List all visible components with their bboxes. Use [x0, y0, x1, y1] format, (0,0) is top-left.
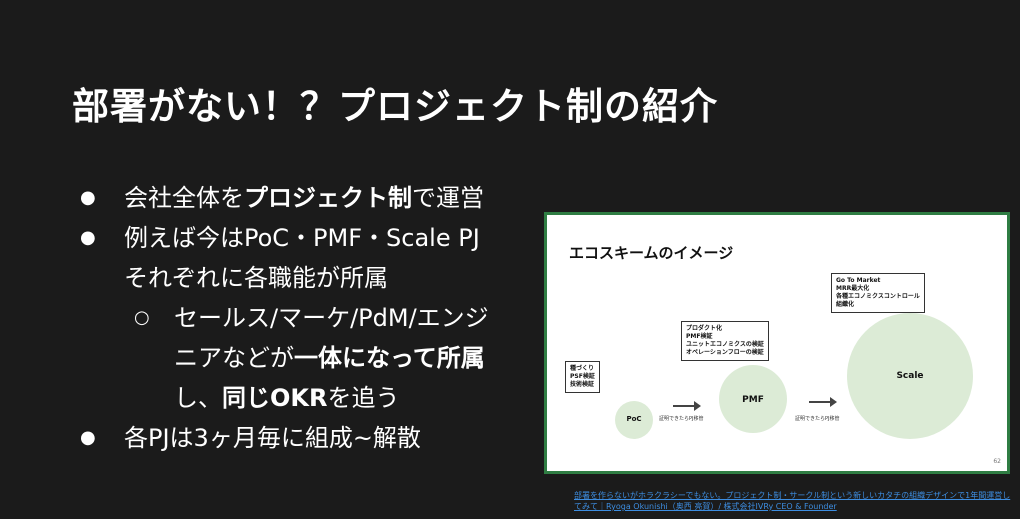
bullet-list: ● 会社全体をプロジェクト制で運営 ● 例えば今はPoC・PMF・Scale P… [78, 178, 548, 458]
sub-bullet-dot: ○ [134, 307, 150, 328]
page-number: 62 [993, 458, 1001, 465]
box-line: 組織化 [836, 301, 855, 308]
box-line: PMF検証 [686, 333, 713, 340]
bullet-item-1: ● 会社全体をプロジェクト制で運営 [78, 178, 548, 218]
embedded-slide: エコスキームのイメージ 種づくり PSF検証 技術検証 PoC 証明できたらPJ… [544, 212, 1010, 474]
box-line: 種づくり [570, 365, 595, 372]
bullet-text: 例えば今はPoC・PMF・Scale PJ [124, 224, 480, 252]
sub-bullet-continuation-1: ニアなどが一体になって所属 [78, 338, 548, 378]
bullet-text: ニアなどが [174, 344, 294, 372]
bullet-bold-text: 一体になって所属 [294, 344, 485, 372]
page-title: 部署がない！？プロジェクト制の紹介 [72, 85, 718, 128]
scale-description-box: Go To Market MRR最大化 各種エコノミクスコントロール 組織化 [831, 273, 925, 313]
bullet-dot: ● [80, 187, 96, 208]
arrow-note: 証明できたらPJ移管 [795, 416, 840, 422]
bullet-dot: ● [80, 227, 96, 248]
box-line: ユニットエコノミクスの検証 [686, 341, 764, 348]
bullet-item-2: ● 例えば今はPoC・PMF・Scale PJ [78, 218, 548, 258]
scale-label: Scale [896, 371, 924, 381]
source-link[interactable]: 部署を作らないがホラクラシーでもない。プロジェクト制・サークル制という新しいカタ… [574, 491, 1011, 511]
box-line: MRR最大化 [836, 285, 870, 292]
bullet-text: 各PJは3ヶ月毎に組成~解散 [124, 424, 421, 452]
box-line: 各種エコノミクスコントロール [836, 293, 920, 300]
pmf-label: PMF [742, 395, 764, 405]
box-line: Go To Market [836, 277, 881, 284]
sub-bullet-continuation-2: し、同じOKRを追う [78, 378, 548, 418]
pmf-description-box: プロダクト化 PMF検証 ユニットエコノミクスの検証 オペレーションフローの検証 [681, 321, 769, 361]
arrow-note: 証明できたらPJ移管 [659, 416, 704, 422]
bullet-item-2-continuation: それぞれに各職能が所属 [124, 264, 388, 292]
bullet-bold-text: 同じOKR [222, 384, 328, 412]
bullet-dot: ● [80, 427, 96, 448]
bullet-item-4: ● 各PJは3ヶ月毎に組成~解散 [78, 418, 548, 458]
arrow-icon [673, 401, 701, 411]
box-line: PSF検証 [570, 373, 595, 380]
box-line: 技術検証 [570, 381, 595, 388]
pmf-circle [719, 365, 787, 433]
scale-circle [847, 313, 973, 439]
bullet-text: セールス/マーケ/PdM/エンジ [174, 304, 489, 332]
box-line: プロダクト化 [686, 325, 723, 332]
bullet-text: し、 [174, 384, 222, 412]
bullet-bold-text: プロジェクト制 [244, 184, 412, 212]
bullet-text: で運営 [412, 184, 484, 212]
slide-title: エコスキームのイメージ [569, 244, 734, 262]
poc-circle [615, 401, 653, 439]
poc-label: PoC [626, 415, 642, 423]
bullet-text: 会社全体を [124, 184, 244, 212]
arrow-icon [809, 397, 837, 407]
bullet-text: を追う [327, 384, 400, 412]
sub-bullet-item: ○ セールス/マーケ/PdM/エンジ [78, 298, 548, 338]
box-line: オペレーションフローの検証 [686, 349, 764, 356]
poc-description-box: 種づくり PSF検証 技術検証 [565, 361, 600, 393]
